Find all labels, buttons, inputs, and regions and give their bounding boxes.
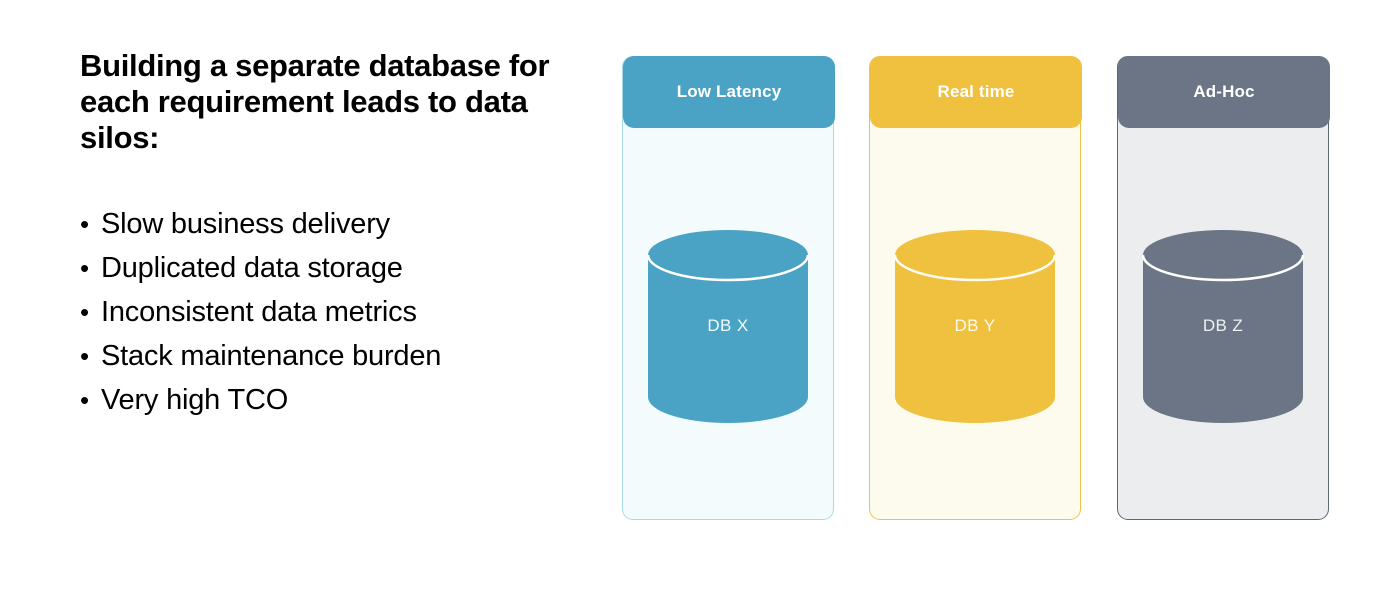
silo-drawbacks-list: • Slow business delivery • Duplicated data… [80, 202, 590, 422]
list-item-label: Inconsistent data metrics [101, 295, 417, 328]
bullet-dot-icon: • [80, 384, 89, 415]
card-header-label: Low Latency [623, 56, 835, 128]
database-cylinder-icon: DB Z [1141, 229, 1305, 423]
database-card-real-time: Real time DB Y [869, 56, 1082, 520]
list-item: • Slow business delivery [80, 202, 590, 246]
list-item-label: Very high TCO [101, 383, 289, 416]
database-card-ad-hoc: Ad-Hoc DB Z [1117, 56, 1330, 520]
card-header-label: Real time [870, 56, 1082, 128]
list-item-label: Slow business delivery [101, 207, 390, 240]
bullet-dot-icon: • [80, 340, 89, 371]
list-item: • Stack maintenance burden [80, 334, 590, 378]
list-item-label: Stack maintenance burden [101, 339, 442, 372]
database-cylinder-icon: DB X [646, 229, 810, 423]
database-card-low-latency: Low Latency DB X [622, 56, 835, 520]
list-item: • Duplicated data storage [80, 246, 590, 290]
list-item: • Very high TCO [80, 378, 590, 422]
card-header-label: Ad-Hoc [1118, 56, 1330, 128]
database-cylinder-icon: DB Y [893, 229, 1057, 423]
list-item: • Inconsistent data metrics [80, 290, 590, 334]
database-cylinder-shape [893, 230, 1057, 423]
database-cylinder-shape [646, 230, 810, 423]
bullet-dot-icon: • [80, 252, 89, 283]
list-item-label: Duplicated data storage [101, 251, 403, 284]
bullet-dot-icon: • [80, 208, 89, 239]
database-cards-group: Low Latency DB X Real time DB Y Ad-Hoc [622, 56, 1330, 522]
bullet-dot-icon: • [80, 296, 89, 327]
database-cylinder-shape [1141, 230, 1305, 423]
page-title: Building a separate database for each re… [80, 48, 550, 155]
text-panel: Building a separate database for each re… [80, 48, 590, 422]
